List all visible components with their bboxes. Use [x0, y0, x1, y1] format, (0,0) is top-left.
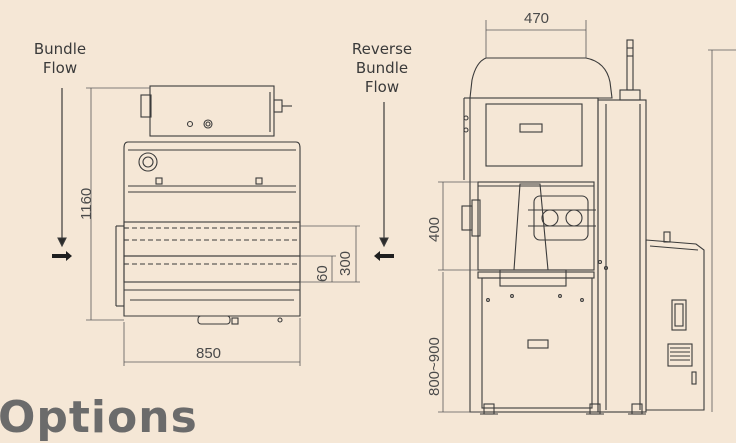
bundle-flow-line1: Bundle: [33, 40, 87, 58]
bundle-flow-label: Bundle Flow: [20, 40, 100, 78]
dim-470: 470: [524, 10, 550, 27]
dim-850: 850: [196, 345, 222, 362]
reverse-bundle-flow-label: Reverse Bundle Flow: [340, 40, 424, 97]
top-view-dimensions: [86, 87, 360, 366]
reverse-line3: Flow: [364, 78, 400, 96]
dim-400: 400: [426, 216, 443, 242]
bundle-flow-arrow: [52, 88, 72, 261]
dim-800-900: 800~900: [426, 337, 443, 396]
drawing-stage: Bundle Flow Reverse Bundle Flow 1160 850…: [0, 10, 736, 443]
side-view-dimensions: [438, 20, 736, 413]
dim-1160: 1160: [78, 187, 95, 220]
section-heading: Options: [0, 392, 198, 443]
reverse-line1: Reverse: [351, 40, 413, 58]
reverse-bundle-flow-arrow: [374, 102, 394, 261]
dim-300: 300: [337, 250, 354, 276]
technical-drawing: [52, 20, 736, 415]
bundle-flow-line2: Flow: [42, 59, 78, 77]
side-view-machine: [461, 39, 705, 415]
top-view-machine: [115, 85, 301, 325]
dim-60: 60: [314, 265, 331, 282]
reverse-line2: Bundle: [355, 59, 409, 77]
